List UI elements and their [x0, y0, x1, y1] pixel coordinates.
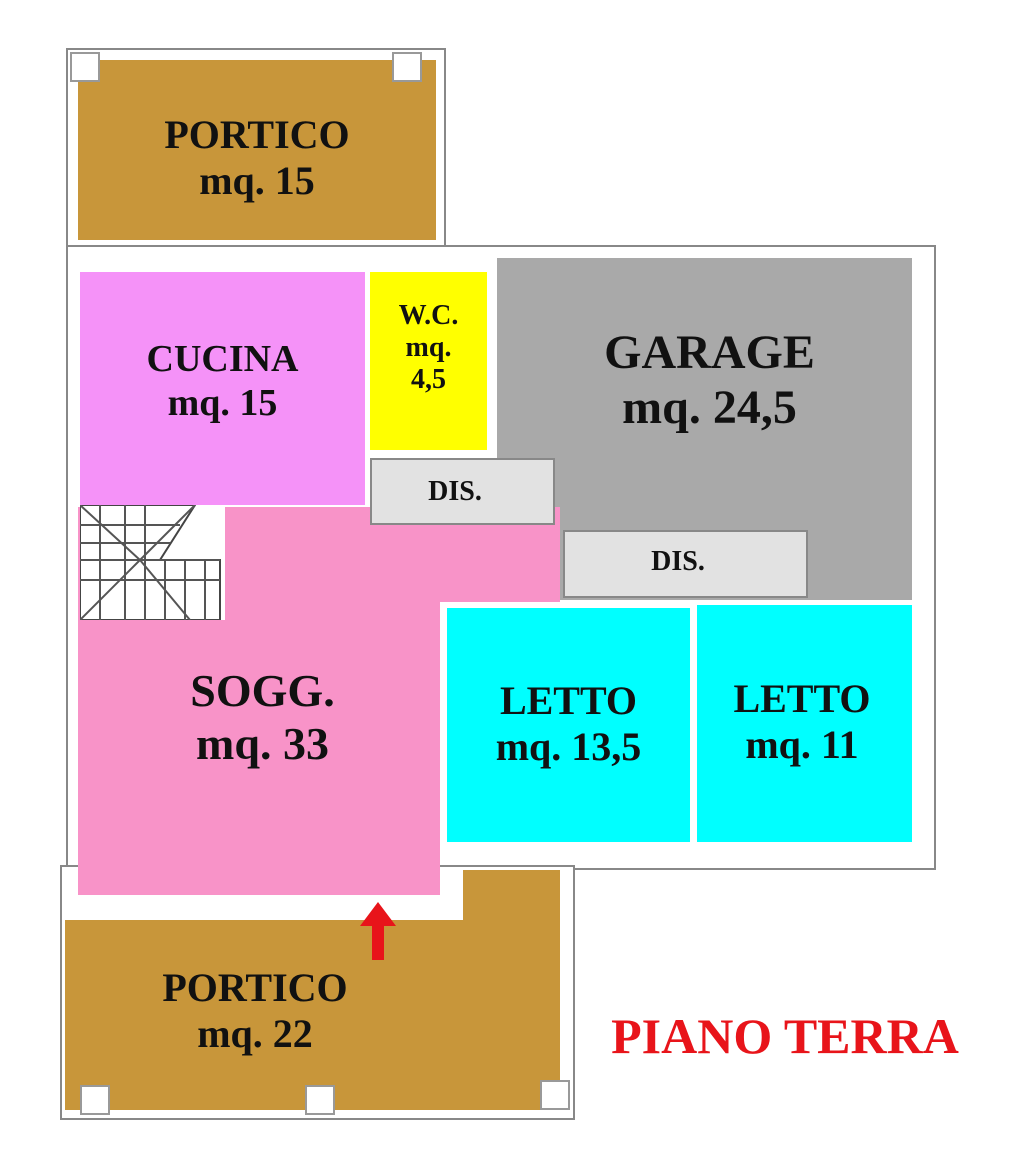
room-letto-2-label: LETTO mq. 11 — [697, 676, 907, 768]
room-portico-bottom-left — [65, 920, 465, 1110]
room-name: CUCINA — [146, 338, 299, 380]
room-soggiorno-lower — [78, 600, 440, 895]
room-area: mq. 24,5 — [622, 381, 797, 435]
room-name: W.C. — [398, 300, 459, 331]
floor-title: PIANO TERRA — [611, 1008, 959, 1064]
pillar — [392, 52, 422, 82]
room-dis-2 — [563, 530, 808, 598]
room-wc-label: W.C. mq. 4,5 — [370, 300, 487, 397]
pillar — [70, 52, 100, 82]
stairs-icon — [80, 505, 225, 620]
room-portico-top-label: PORTICO mq. 15 — [78, 112, 436, 204]
room-cucina-label: CUCINA mq. 15 — [80, 338, 365, 425]
room-area: mq. 22 — [197, 1011, 313, 1056]
room-dis-2-label: DIS. — [651, 546, 705, 577]
room-name: GARAGE — [604, 326, 815, 379]
room-letto-2 — [697, 605, 912, 842]
room-name: LETTO — [499, 678, 638, 723]
room-area: mq. 11 — [745, 722, 859, 767]
room-area: mq. 15 — [199, 158, 315, 203]
room-portico-top — [78, 60, 436, 240]
room-area: mq. 33 — [196, 717, 329, 769]
room-wc — [370, 272, 487, 450]
room-portico-bottom-right — [463, 870, 560, 1110]
room-area: mq. 15 — [167, 381, 278, 424]
room-area-label: mq. — [405, 332, 452, 364]
room-dis-1-label: DIS. — [428, 476, 482, 507]
room-garage-label: GARAGE mq. 24,5 — [497, 325, 922, 435]
room-portico-bottom-label: PORTICO mq. 22 — [105, 965, 405, 1057]
pillar — [80, 1085, 110, 1115]
room-letto-1-label: LETTO mq. 13,5 — [447, 678, 690, 770]
room-letto-1 — [447, 608, 690, 842]
pillar — [305, 1085, 335, 1115]
room-name: LETTO — [733, 676, 871, 721]
room-cucina — [80, 272, 365, 505]
pillar — [540, 1080, 570, 1110]
room-name: PORTICO — [164, 112, 350, 157]
room-soggiorno-label: SOGG. mq. 33 — [140, 665, 385, 771]
entrance-arrow-icon — [360, 902, 396, 960]
room-name: PORTICO — [162, 965, 348, 1010]
room-name: SOGG. — [190, 665, 335, 716]
room-dis-1 — [370, 458, 555, 525]
room-area: mq. 13,5 — [495, 724, 642, 769]
room-area-value: 4,5 — [411, 364, 446, 396]
